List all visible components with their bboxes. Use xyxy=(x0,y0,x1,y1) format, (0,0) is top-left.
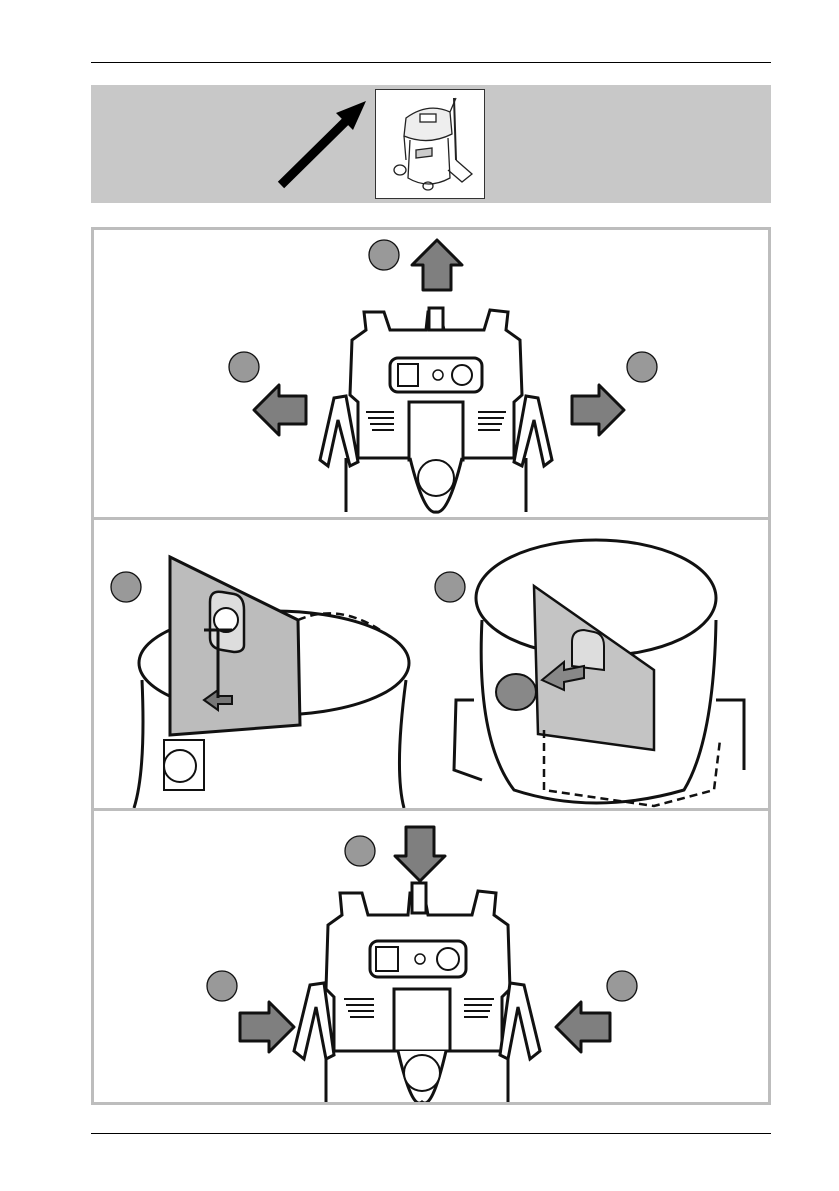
step-marker xyxy=(207,971,237,1001)
step-lock-head xyxy=(94,811,768,1102)
vacuum-head xyxy=(294,883,540,1102)
step-marker xyxy=(435,572,465,602)
top-rule xyxy=(91,62,771,63)
bottom-rule xyxy=(91,1133,771,1134)
vacuum-thumbnail xyxy=(375,89,485,199)
step-marker xyxy=(369,240,399,270)
arrow-up-icon xyxy=(412,240,462,290)
step-insert-filter-bag xyxy=(94,520,768,808)
step-marker xyxy=(111,572,141,602)
arrow-right-icon xyxy=(240,1002,294,1052)
step-marker xyxy=(345,836,375,866)
step-marker xyxy=(607,971,637,1001)
vacuum-icon xyxy=(376,90,484,198)
step-marker xyxy=(627,352,657,382)
arrow-down-icon xyxy=(395,827,445,881)
arrow-right-icon xyxy=(572,385,624,435)
arrow-left-icon xyxy=(254,385,306,435)
arrow-left-icon xyxy=(556,1002,610,1052)
filter-bag-plate xyxy=(170,557,300,735)
step-marker xyxy=(229,352,259,382)
step-unlock-head xyxy=(94,230,768,517)
vacuum-head xyxy=(320,308,552,512)
